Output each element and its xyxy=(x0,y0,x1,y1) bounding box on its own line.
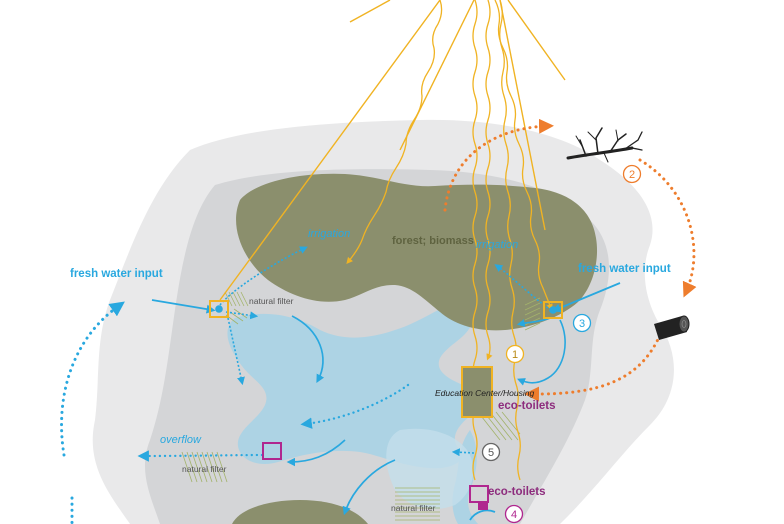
filter-hatch-top xyxy=(224,291,249,325)
step-1: 1 xyxy=(505,344,525,364)
svg-text:5: 5 xyxy=(488,447,494,459)
label-fresh-water-right: fresh water input xyxy=(578,263,671,275)
forest-area xyxy=(236,173,598,331)
label-irrigation-right: irrigation xyxy=(476,239,518,251)
water-inlet-icon-left xyxy=(209,300,229,318)
label-education-center: Education Center/Housing xyxy=(435,388,535,398)
step-4: 4 xyxy=(504,504,524,524)
water-shallow xyxy=(386,428,474,510)
label-overflow: overflow xyxy=(160,434,202,446)
sun-rays xyxy=(219,0,566,301)
label-fresh-water-left: fresh water input xyxy=(70,268,163,280)
label-eco-toilets-lower: eco-toilets xyxy=(488,486,546,498)
label-eco-toilets-upper: eco-toilets xyxy=(498,400,556,412)
label-irrigation-left: irrigation xyxy=(308,228,350,240)
water-body xyxy=(227,302,478,469)
label-forest: forest; biomass xyxy=(392,235,474,247)
log-icon xyxy=(654,315,690,340)
svg-text:4: 4 xyxy=(511,509,517,521)
label-natural-filter-bottom: natural filter xyxy=(391,503,436,513)
eco-toilet-icon-left xyxy=(262,442,282,460)
eco-toilet-icon-bottom xyxy=(469,485,489,510)
water-flows xyxy=(60,246,621,524)
label-natural-filter-left: natural filter xyxy=(182,464,227,474)
biomass-cycle xyxy=(443,118,697,402)
education-center-building xyxy=(461,366,493,418)
water-inlet-icon-right xyxy=(543,301,563,319)
filter-hatch-left xyxy=(181,451,228,483)
svg-text:2: 2 xyxy=(629,169,635,181)
filter-hatch-right xyxy=(524,297,541,331)
dead-tree-icon xyxy=(566,127,643,163)
label-natural-filter-top: natural filter xyxy=(249,296,294,306)
sun-energy-waves xyxy=(346,0,553,481)
step-2: 2 xyxy=(622,164,642,184)
filter-hatch-bottom xyxy=(395,487,440,521)
step-3: 3 xyxy=(572,313,592,333)
forest-area-bottom xyxy=(232,500,368,524)
svg-text:3: 3 xyxy=(579,318,585,330)
svg-text:1: 1 xyxy=(512,349,518,361)
step-5: 5 xyxy=(481,442,501,462)
